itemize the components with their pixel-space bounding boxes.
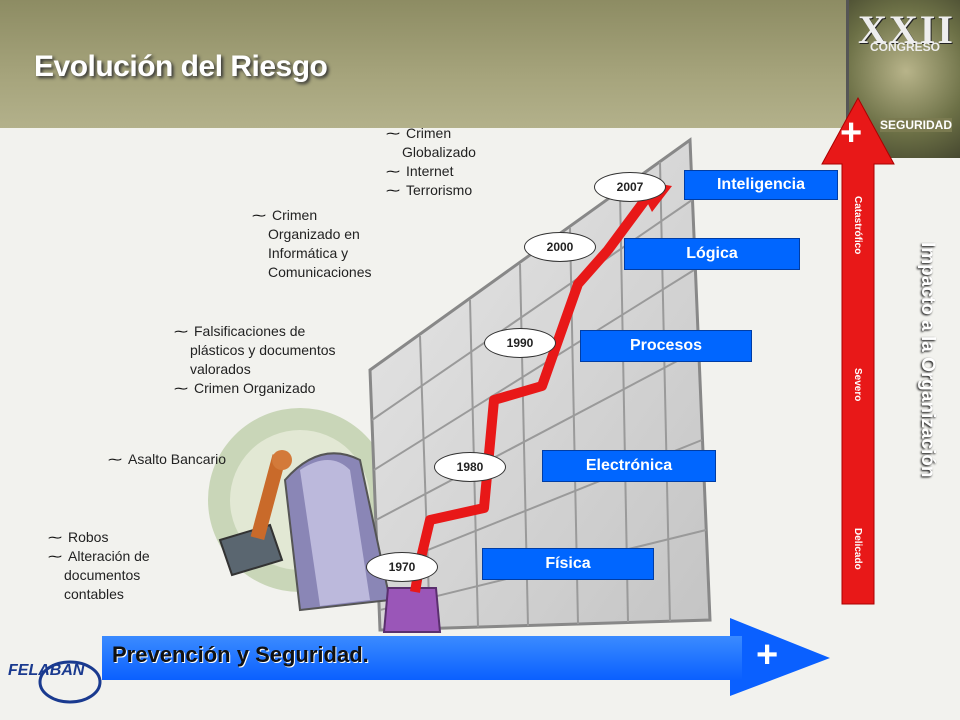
category-electronica: Electrónica bbox=[542, 450, 716, 482]
worker-figure bbox=[218, 450, 442, 633]
year-1990: 1990 bbox=[484, 328, 556, 358]
category-logica: Lógica bbox=[624, 238, 800, 270]
category-fisica: Física bbox=[482, 548, 654, 580]
felaban-brand: FELABAN bbox=[8, 662, 85, 679]
category-procesos: Procesos bbox=[580, 330, 752, 362]
bullets-1970: ⁓Robos ⁓Alteración de documentos contabl… bbox=[48, 529, 150, 602]
horizontal-plus-sign: + bbox=[756, 634, 779, 676]
category-inteligencia: Inteligencia bbox=[684, 170, 838, 200]
bullets-2007: ⁓Crimen Globalizado ⁓Internet ⁓Terrorism… bbox=[386, 125, 476, 198]
severity-catastrofico: Catastrófico bbox=[852, 196, 863, 255]
logo-number: XXII bbox=[858, 7, 955, 52]
bullets-2000: ⁓Crimen Organizado en Informática y Comu… bbox=[252, 207, 372, 280]
slide-title: Evolución del Riesgo bbox=[34, 50, 328, 83]
severity-severo: Severo bbox=[852, 368, 863, 402]
severity-delicado: Delicado bbox=[852, 528, 863, 570]
year-2007: 2007 bbox=[594, 172, 666, 202]
year-2000: 2000 bbox=[524, 232, 596, 262]
logo-congreso-text: CONGRESO bbox=[870, 40, 941, 54]
impact-axis-label: Impacto a la Organización bbox=[917, 242, 938, 478]
prevention-axis-label: Prevención y Seguridad. bbox=[112, 642, 369, 667]
prevention-arrow-head bbox=[730, 618, 830, 696]
risk-arrow-line bbox=[410, 193, 653, 593]
logo-seguridad-text: SEGURIDAD bbox=[880, 118, 953, 132]
bullets-1980: ⁓Asalto Bancario bbox=[108, 451, 227, 467]
year-1970: 1970 bbox=[366, 552, 438, 582]
slide-header bbox=[0, 0, 960, 128]
prevention-arrow-body bbox=[102, 636, 742, 680]
bullets-1990: ⁓Falsificaciones de plásticos y document… bbox=[174, 323, 336, 396]
vertical-plus-sign: + bbox=[840, 112, 863, 154]
year-1980: 1980 bbox=[434, 452, 506, 482]
felaban-globe-icon bbox=[38, 660, 102, 704]
impact-arrow bbox=[821, 96, 895, 605]
